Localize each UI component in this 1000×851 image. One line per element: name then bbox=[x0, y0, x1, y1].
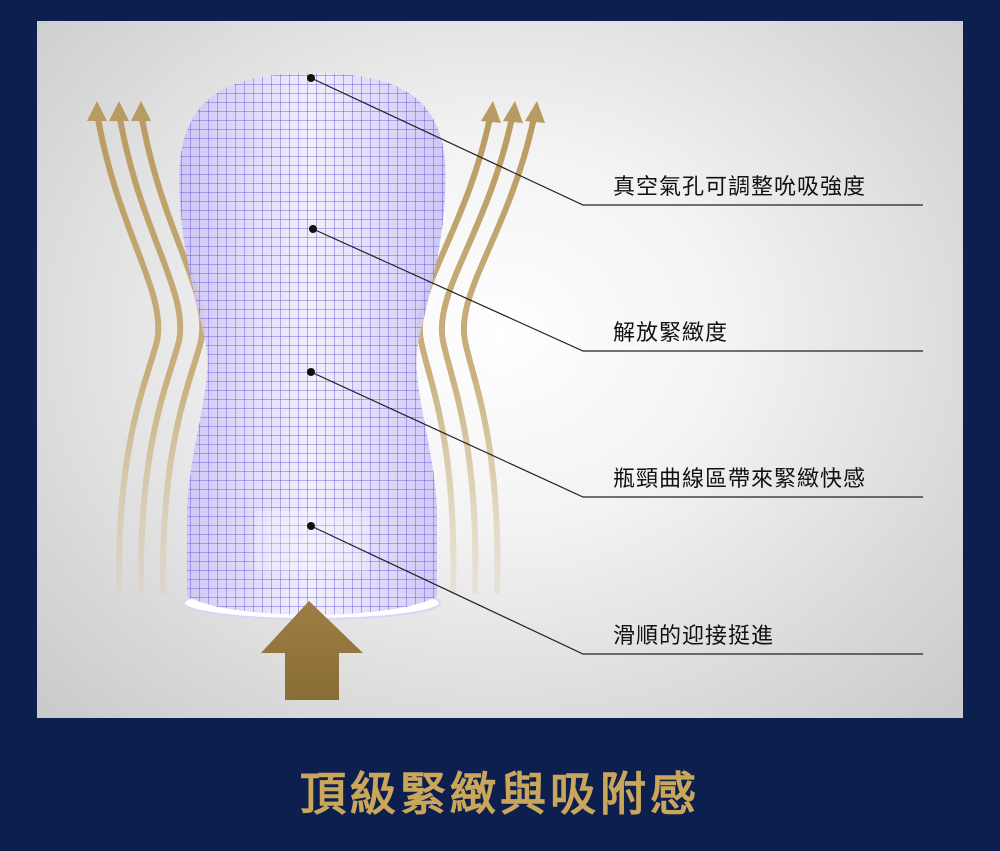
callout-label-vent: 真空氣孔可調整吮吸強度 bbox=[613, 175, 867, 200]
arrow-up-icon-left-heads bbox=[87, 101, 151, 121]
arrow-up-icon-right-heads bbox=[481, 101, 545, 123]
callout-label-smooth: 滑順的迎接挺進 bbox=[613, 624, 775, 649]
product-mesh bbox=[179, 73, 446, 615]
footer-title: 頂級緊緻與吸附感 bbox=[300, 767, 700, 821]
airflow-arrows-icon-left bbox=[94, 110, 206, 594]
callout-dots bbox=[307, 74, 317, 530]
callout-lines bbox=[310, 77, 923, 655]
callout-label-release: 解放緊緻度 bbox=[613, 321, 729, 346]
diagram-svg bbox=[87, 73, 923, 700]
airflow-arrows-icon-right bbox=[416, 110, 538, 594]
diagram-panel: 真空氣孔可調整吮吸強度 解放緊緻度 瓶頸曲線區帶來緊緻快感 滑順的迎接挺進 bbox=[37, 21, 963, 718]
callout-label-neck: 瓶頸曲線區帶來緊緻快感 bbox=[613, 467, 867, 492]
arrow-up-icon bbox=[261, 601, 363, 700]
